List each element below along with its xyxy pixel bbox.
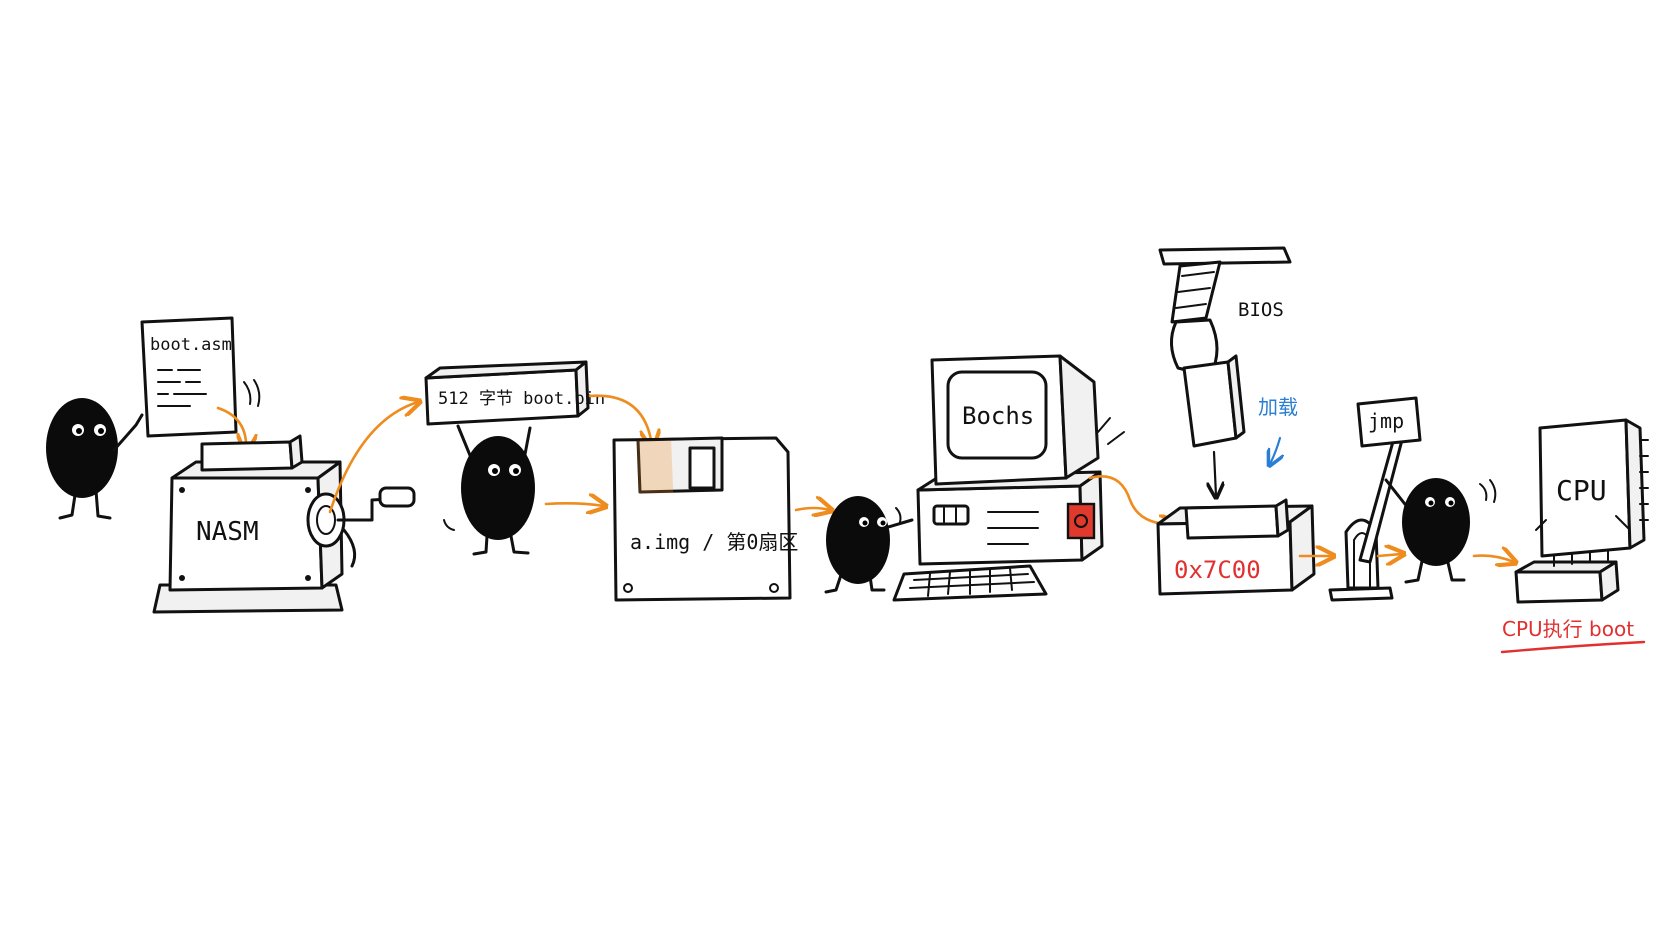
character-4 — [1384, 478, 1497, 584]
boot-asm-document: boot.asm — [140, 316, 238, 438]
floppy-label: a.img / 第0扇区 — [630, 530, 798, 554]
nasm-label: NASM — [196, 517, 259, 547]
boot-asm-label: boot.asm — [150, 335, 232, 355]
arrow-char4-to-cpu — [1472, 556, 1514, 562]
power-button — [1066, 502, 1096, 540]
character-2 — [443, 424, 535, 556]
arrow-jmp-to-char4 — [1376, 554, 1402, 556]
load-arrow — [1270, 436, 1280, 464]
motion-lines-1 — [243, 379, 261, 407]
arrow-nasm-to-bin — [328, 402, 418, 514]
arrow-floppy-to-char3 — [794, 508, 830, 510]
load-label: 加载 — [1258, 395, 1298, 419]
keyboard — [892, 564, 1048, 602]
nasm-machine: NASM — [152, 434, 416, 614]
arrow-char2-to-floppy — [544, 503, 604, 506]
arrow-bios-to-memory — [1214, 450, 1216, 496]
bochs-label: Bochs — [962, 402, 1034, 430]
floppy-disk: a.img / 第0扇区 — [612, 436, 798, 602]
crank-handle — [306, 486, 416, 568]
character-3 — [824, 496, 914, 594]
address-label: 0x7C00 — [1174, 556, 1261, 584]
bios-hand: BIOS — [1158, 246, 1292, 448]
caption-underline — [1500, 640, 1646, 654]
bios-label: BIOS — [1238, 299, 1284, 321]
jmp-lever: jmp — [1328, 396, 1422, 602]
bochs-computer: Bochs — [892, 354, 1125, 602]
memory-block: 0x7C00 — [1156, 498, 1316, 596]
cpu-label: CPU — [1556, 474, 1607, 507]
boot-bin-label: 512 字节 boot.bin — [438, 389, 605, 409]
boot-bin-block: 512 字节 boot.bin — [424, 360, 605, 426]
final-caption: CPU执行 boot — [1502, 617, 1634, 641]
arrow-bin-to-floppy — [588, 394, 652, 446]
jmp-label: jmp — [1368, 409, 1404, 433]
character-1 — [46, 398, 144, 520]
arrow-bochs-to-memory — [1088, 475, 1176, 524]
cpu-chip: CPU — [1514, 418, 1649, 604]
